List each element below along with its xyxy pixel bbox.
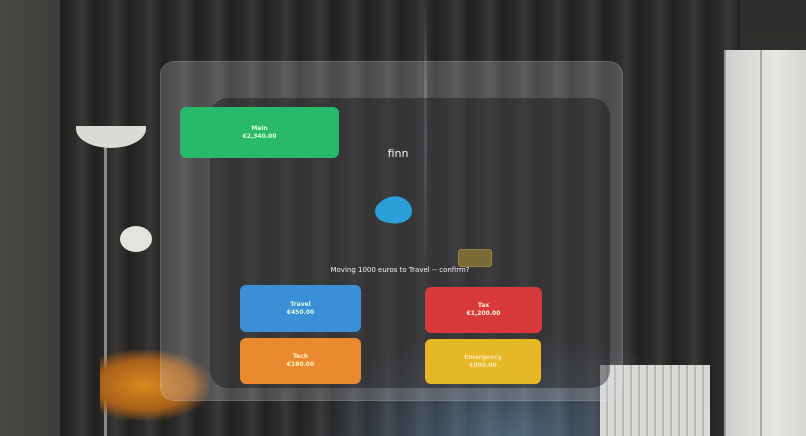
account-name: Tax bbox=[477, 302, 490, 309]
room-cabinet bbox=[724, 50, 806, 436]
confirmation-prompt: Moving 1000 euros to Travel -- confirm? bbox=[330, 266, 470, 274]
floor-lamp-pole bbox=[104, 146, 107, 436]
assistant-avatar-icon[interactable] bbox=[370, 185, 418, 227]
account-name: Tech bbox=[292, 353, 309, 360]
floor-lamp-light bbox=[120, 226, 152, 252]
floor-lamp-shade bbox=[76, 126, 146, 148]
cabinet-door-seam bbox=[760, 50, 762, 436]
account-balance: €2,340.00 bbox=[242, 132, 277, 140]
room-wall bbox=[0, 0, 70, 436]
small-olive-box[interactable] bbox=[458, 249, 492, 267]
account-card-main[interactable]: Main €2,340.00 bbox=[180, 107, 339, 158]
account-balance: €180.00 bbox=[286, 361, 315, 368]
account-balance: €450.00 bbox=[286, 308, 315, 316]
room-toys bbox=[100, 350, 210, 420]
assistant-name: finn bbox=[387, 147, 409, 160]
curtain-light-streak bbox=[424, 0, 427, 280]
account-balance: €800.00 bbox=[469, 361, 497, 369]
account-card-tax[interactable]: Tax €1,200.00 bbox=[425, 287, 542, 333]
room-radiator bbox=[600, 365, 710, 436]
account-name: Main bbox=[251, 124, 268, 132]
account-name: Travel bbox=[290, 300, 311, 308]
account-name: Emergency bbox=[464, 353, 502, 361]
account-card-emergency[interactable]: Emergency €800.00 bbox=[425, 339, 541, 384]
account-balance: €1,200.00 bbox=[466, 310, 501, 317]
account-card-travel[interactable]: Travel €450.00 bbox=[240, 285, 361, 332]
account-card-tech[interactable]: Tech €180.00 bbox=[240, 338, 361, 384]
